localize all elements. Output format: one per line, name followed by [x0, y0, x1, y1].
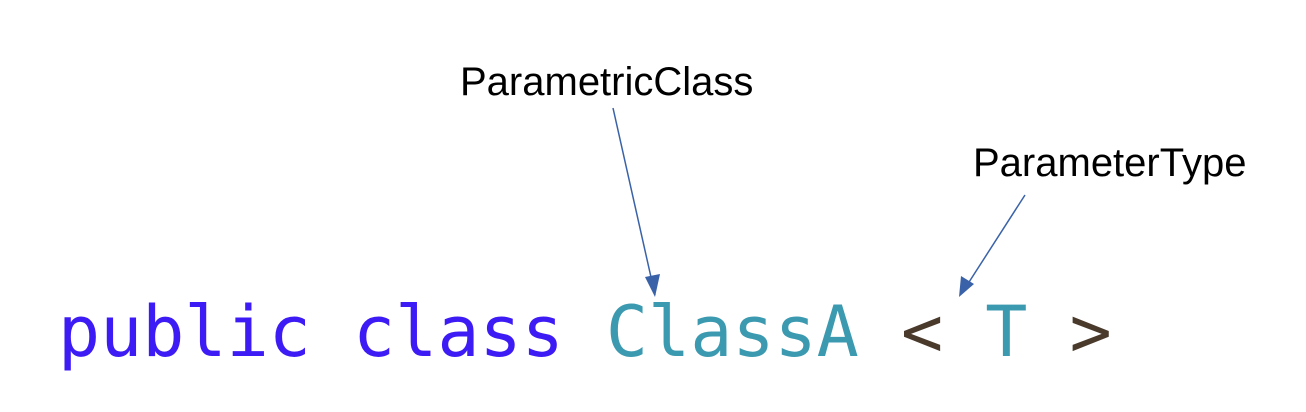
parameter-type-label: ParameterType: [973, 141, 1247, 185]
keyword-class: class: [353, 291, 564, 373]
code-line: public class ClassA < T >: [58, 297, 1112, 367]
parameter-type-arrow: [961, 194, 1026, 294]
parametric-class-arrow: [612, 107, 656, 296]
class-name: ClassA: [605, 291, 859, 373]
open-angle-bracket: <: [900, 291, 944, 373]
type-parameter: T: [985, 291, 1028, 373]
close-angle-bracket: >: [1069, 291, 1112, 373]
parametric-class-label: ParametricClass: [460, 60, 754, 104]
keyword-public: public: [58, 291, 311, 373]
